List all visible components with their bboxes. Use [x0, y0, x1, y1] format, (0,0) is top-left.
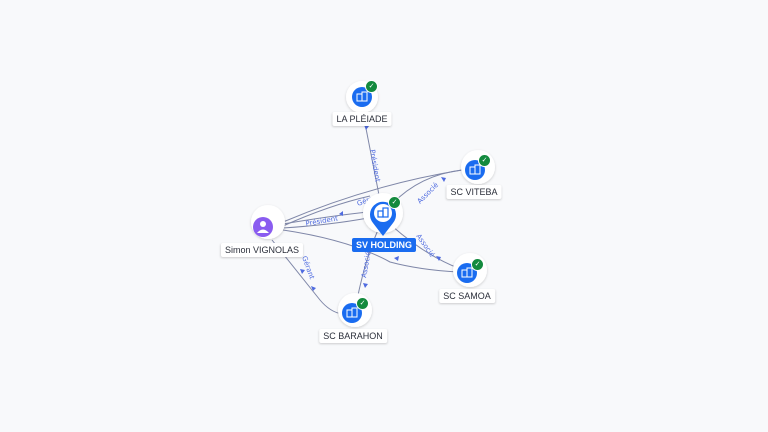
arrow-head	[300, 269, 305, 274]
node-label-samoa[interactable]: SC SAMOA	[439, 289, 495, 303]
edge-person-samoa	[282, 229, 459, 273]
verified-check-icon: ✓	[471, 258, 484, 271]
edge-label-associe: Associé	[360, 251, 372, 278]
arrow-head	[311, 286, 316, 291]
node-samoa[interactable]	[453, 253, 487, 287]
node-label-person[interactable]: Simon VIGNOLAS	[220, 243, 304, 257]
node-label-center[interactable]: SV HOLDING	[351, 238, 417, 252]
edge-person-viteba	[282, 169, 463, 223]
node-viteba[interactable]	[461, 150, 495, 184]
node-label-pleiade[interactable]: LA PLÉIADE	[332, 112, 392, 126]
edge-arrows	[300, 125, 446, 291]
arrow-head	[364, 125, 369, 130]
edge-person-sv-2	[282, 217, 369, 229]
edge-person-barahon	[271, 239, 343, 315]
edge-label-associe: Associé	[416, 181, 440, 205]
verified-check-icon: ✓	[365, 80, 378, 93]
edge-sv-samoa	[391, 225, 459, 269]
arrow-head	[394, 256, 399, 261]
arrow-head	[363, 283, 368, 288]
edge-sv-barahon	[356, 229, 379, 301]
edge-person-sv-gerant	[282, 195, 371, 227]
building-icon	[377, 207, 389, 218]
arrow-head	[441, 177, 446, 182]
edge-label-gerant: Gérant	[300, 255, 316, 281]
verified-check-icon: ✓	[478, 154, 491, 167]
verified-check-icon: ✓	[388, 196, 401, 209]
node-label-barahon[interactable]: SC BARAHON	[319, 329, 387, 343]
edge-label-president: Président	[305, 214, 339, 228]
node-label-viteba[interactable]: SC VITEBA	[446, 185, 502, 199]
edges	[271, 107, 463, 315]
edge-label-president: Président	[368, 149, 382, 183]
arrow-head	[339, 211, 343, 216]
arrow-head	[436, 256, 441, 261]
verified-check-icon: ✓	[356, 297, 369, 310]
node-person[interactable]	[251, 205, 285, 239]
